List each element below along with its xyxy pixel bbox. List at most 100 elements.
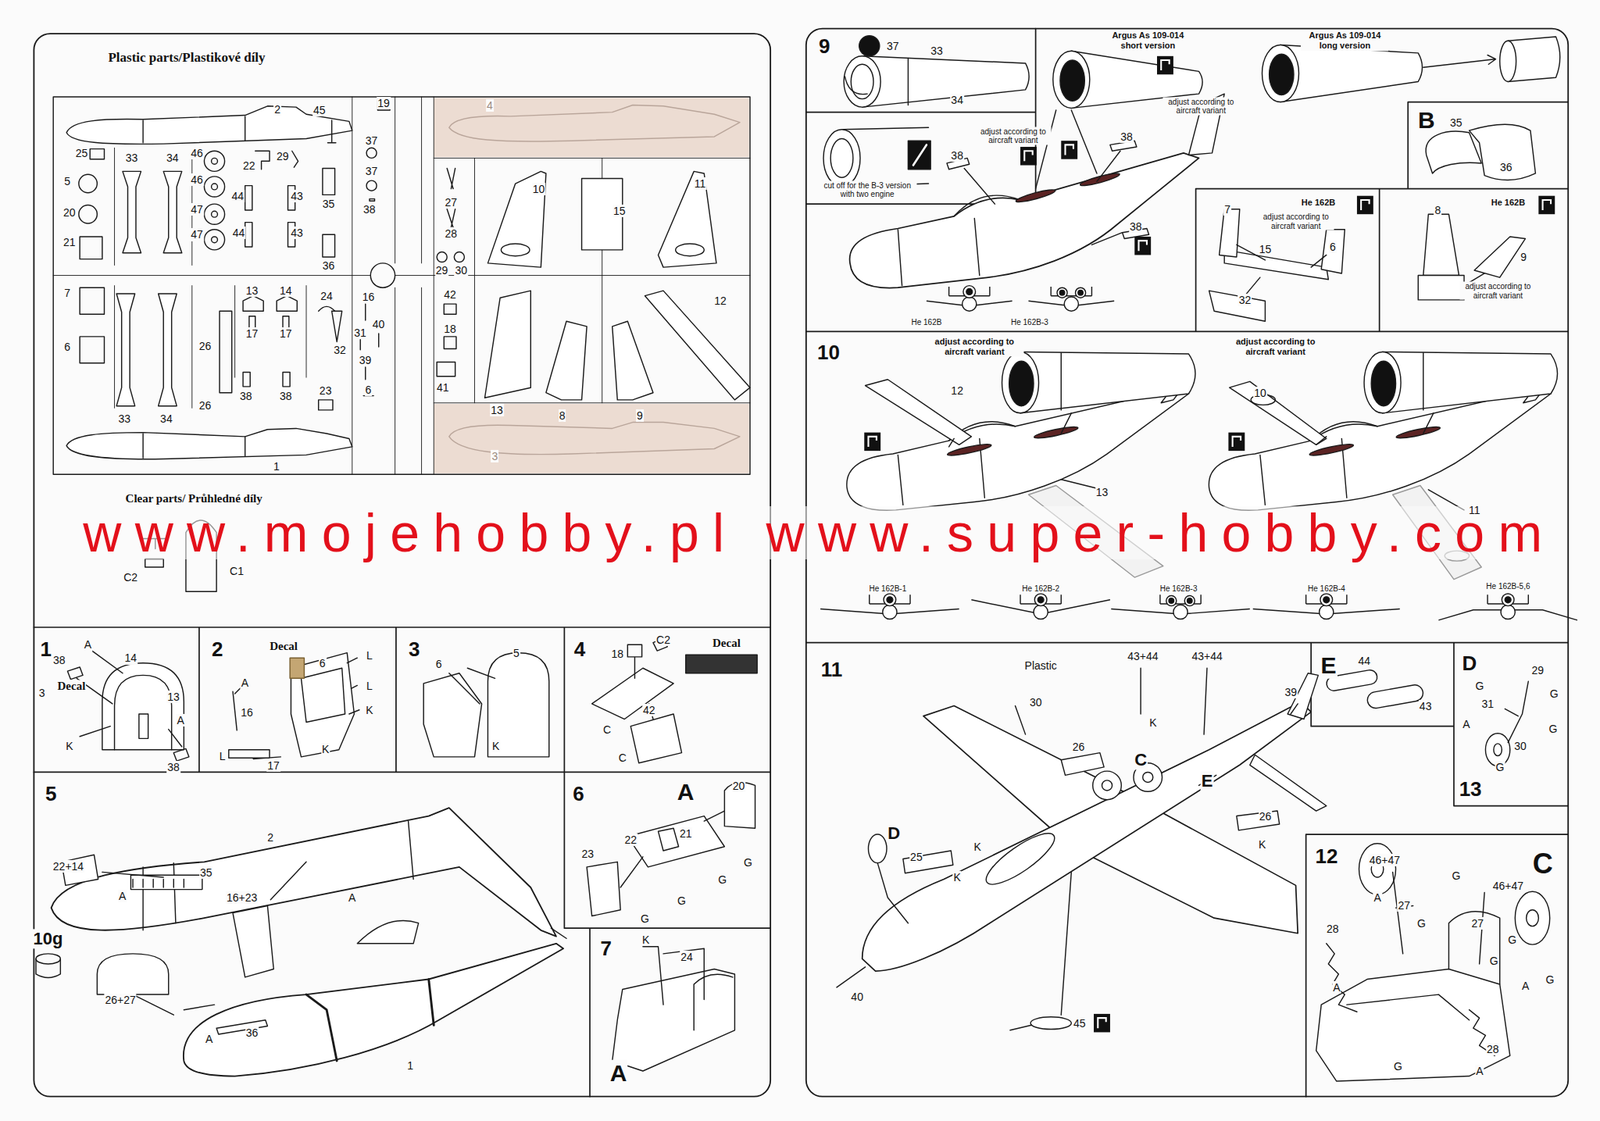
wheel-shape	[1101, 780, 1112, 791]
callout-number: 29	[275, 150, 290, 163]
part-shape	[630, 714, 682, 764]
wheel-shape	[1057, 287, 1068, 298]
outline-path	[592, 667, 674, 719]
callout-number: Decal	[268, 639, 299, 654]
callout-number: 3	[491, 450, 500, 463]
callout-number: 17	[245, 327, 260, 340]
part-shape	[612, 321, 654, 400]
callout-number: 26	[1258, 810, 1273, 823]
callout-number: 5	[512, 646, 521, 660]
outline-path	[1423, 55, 1497, 68]
callout-number: L	[365, 679, 374, 693]
callout-number: 38	[166, 760, 181, 774]
callout-number: 40	[850, 990, 865, 1004]
callout-number: 1	[272, 460, 281, 473]
callout-number: G	[717, 873, 728, 886]
part-shape	[864, 432, 881, 452]
callout-number: K	[64, 739, 74, 753]
wheel-shape	[963, 285, 976, 299]
part-shape	[289, 657, 304, 679]
callout-number: K	[321, 742, 330, 756]
outline-path	[449, 667, 496, 704]
step-number: 4	[573, 638, 586, 662]
intake-shape	[675, 243, 705, 257]
callout-number: K	[973, 840, 983, 854]
intake-shape	[843, 56, 881, 108]
part-shape	[1474, 236, 1525, 278]
callout-number: 17	[266, 759, 281, 772]
callout-number: 38	[362, 203, 377, 216]
callout-number: 28	[1485, 1042, 1500, 1056]
outline-path	[35, 958, 61, 978]
step-number: He 162B	[1490, 196, 1526, 208]
outline-path	[1469, 124, 1536, 180]
step-box: 10	[806, 331, 1569, 643]
wheel-shape	[1187, 598, 1193, 604]
part-shape	[245, 185, 253, 211]
step-number: A	[609, 1060, 629, 1088]
outline-path	[642, 946, 704, 1005]
callout-number: A	[240, 676, 250, 690]
part-shape	[1093, 1014, 1111, 1033]
callout-number: 29	[435, 264, 450, 277]
callout-number: Clear parts/ Průhledné díly	[125, 492, 264, 506]
callout-number: 46	[189, 146, 204, 160]
callout-number: 10g	[32, 928, 64, 949]
outline-path	[867, 436, 876, 447]
note-text: adjust according to aircraft variant	[1257, 212, 1334, 231]
callout-number: 1	[406, 1059, 415, 1072]
part-shape	[130, 875, 202, 890]
callout-number: G	[639, 911, 650, 925]
callout-number: G	[1495, 760, 1506, 774]
outline-path	[1360, 200, 1369, 211]
callout-number: 47	[189, 203, 204, 216]
callout-number: 36	[1499, 160, 1514, 174]
callout-number: C2	[122, 571, 139, 584]
part-shape	[443, 303, 457, 315]
callout-number: C1	[228, 564, 245, 578]
callout-number: 33	[929, 44, 944, 58]
callout-number: 22	[242, 159, 257, 172]
callout-number: 15	[1258, 242, 1273, 256]
part-shape	[89, 149, 104, 160]
outline-path	[850, 153, 1200, 289]
wheel-shape	[1075, 287, 1086, 298]
outline-path	[693, 974, 733, 1031]
outline-path	[964, 150, 1122, 245]
step-number: B	[1417, 107, 1436, 135]
callout-number: 14	[123, 651, 138, 665]
wheel-shape	[1168, 598, 1175, 604]
part-shape	[1250, 754, 1327, 811]
callout-number: 17	[278, 327, 293, 340]
wheel-shape	[1078, 289, 1084, 296]
callout-number: 37	[885, 39, 900, 53]
outline-path	[1504, 681, 1529, 743]
wheel-shape	[453, 252, 465, 263]
callout-number: 6	[435, 657, 443, 671]
step-number: 9	[817, 35, 831, 59]
part-shape	[245, 222, 253, 247]
intake-shape	[823, 129, 861, 187]
outline-path	[66, 428, 353, 459]
callout-number: C	[1133, 750, 1148, 770]
intake-shape	[1269, 53, 1294, 95]
outline-path	[1160, 60, 1169, 71]
part-shape	[53, 96, 750, 475]
part-shape	[433, 97, 749, 158]
outline-path	[228, 657, 360, 759]
callout-number: 30	[1513, 739, 1528, 753]
step-box: He 162B	[1379, 189, 1569, 333]
note-text: He 162B-2	[1021, 584, 1061, 594]
part-shape	[1357, 196, 1374, 215]
callout-number: 34	[165, 151, 180, 165]
callout-number: A	[1461, 717, 1471, 731]
callout-number: 6	[63, 340, 72, 354]
callout-number: A	[347, 891, 357, 904]
outline-path	[1035, 110, 1097, 190]
wheel-shape	[211, 183, 218, 190]
intake-shape	[1053, 50, 1090, 108]
part-shape	[242, 372, 250, 387]
callout-number: 26+27	[103, 993, 136, 1007]
wheel-shape	[1064, 296, 1079, 311]
